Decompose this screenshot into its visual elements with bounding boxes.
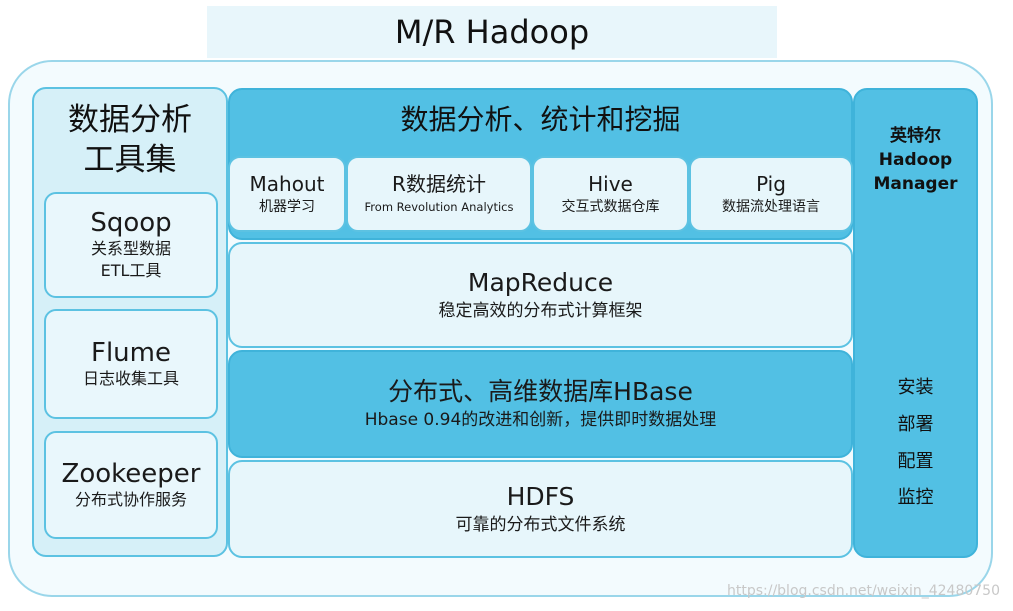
right-panel-title-line-2: Hadoop: [878, 150, 953, 170]
right-panel-item-deploy: 部署: [897, 414, 934, 435]
analytics-tool-mahout: Mahout 机器学习: [228, 156, 346, 232]
analytics-title: 数据分析、统计和挖掘: [400, 103, 681, 136]
layer-name-hbase: 分布式、高维数据库HBase: [388, 377, 693, 406]
layer-mapreduce: MapReduce 稳定高效的分布式计算框架: [228, 242, 853, 348]
tool-name-sqoop: Sqoop: [90, 208, 172, 238]
layer-name-mapreduce: MapReduce: [467, 268, 614, 297]
analytics-tool-name-pig: Pig: [756, 172, 786, 196]
analytics-tool-desc-mahout: 机器学习: [259, 199, 315, 215]
tool-name-zookeeper: Zookeeper: [61, 459, 201, 489]
tool-box-flume: Flume 日志收集工具: [44, 309, 218, 419]
analytics-tool-desc-pig: 数据流处理语言: [722, 199, 820, 215]
right-panel-item-configure: 配置: [897, 451, 934, 472]
analytics-tool-desc-hive: 交互式数据仓库: [561, 199, 660, 215]
analytics-tool-pig: Pig 数据流处理语言: [689, 156, 853, 232]
analytics-tool-hive: Hive 交互式数据仓库: [532, 156, 689, 232]
layer-desc-mapreduce: 稳定高效的分布式计算框架: [438, 301, 643, 321]
tool-desc-sqoop-line-2: ETL工具: [100, 261, 162, 280]
tool-desc-zookeeper: 分布式协作服务: [74, 490, 187, 509]
right-panel-item-monitor: 监控: [897, 487, 934, 508]
analytics-tool-name-r: R数据统计: [392, 172, 486, 196]
layer-name-hdfs: HDFS: [506, 482, 575, 511]
tool-name-flume: Flume: [91, 338, 171, 368]
diagram-title: M/R Hadoop: [207, 6, 777, 58]
left-panel-title-line-1: 数据分析: [68, 102, 192, 138]
right-panel-title: 英特尔 Hadoop Manager: [853, 124, 978, 196]
layer-hbase: 分布式、高维数据库HBase Hbase 0.94的改进和创新，提供即时数据处理: [228, 350, 853, 458]
layer-desc-hdfs: 可靠的分布式文件系统: [455, 515, 626, 535]
diagram-title-text: M/R Hadoop: [394, 13, 590, 51]
analytics-tool-name-mahout: Mahout: [249, 172, 325, 196]
analytics-tool-desc-r: From Revolution Analytics: [364, 200, 514, 214]
right-panel-title-line-3: Manager: [873, 174, 958, 194]
right-panel-item-install: 安装: [897, 377, 934, 398]
watermark: https://blog.csdn.net/weixin_42480750: [726, 583, 1000, 599]
tool-box-sqoop: Sqoop 关系型数据 ETL工具: [44, 192, 218, 298]
right-panel: [853, 88, 978, 558]
analytics-tool-r: R数据统计 From Revolution Analytics: [346, 156, 532, 232]
tool-desc-flume: 日志收集工具: [82, 369, 179, 388]
layer-hdfs: HDFS 可靠的分布式文件系统: [228, 460, 853, 558]
right-panel-title-line-1: 英特尔: [890, 126, 941, 146]
left-panel-title-line-2: 工具集: [83, 142, 177, 178]
left-panel-title: 数据分析 工具集: [32, 100, 228, 180]
layer-desc-hbase: Hbase 0.94的改进和创新，提供即时数据处理: [364, 410, 717, 430]
analytics-tool-name-hive: Hive: [588, 172, 633, 196]
tool-desc-sqoop-line-1: 关系型数据: [90, 239, 171, 258]
tool-box-zookeeper: Zookeeper 分布式协作服务: [44, 431, 218, 539]
